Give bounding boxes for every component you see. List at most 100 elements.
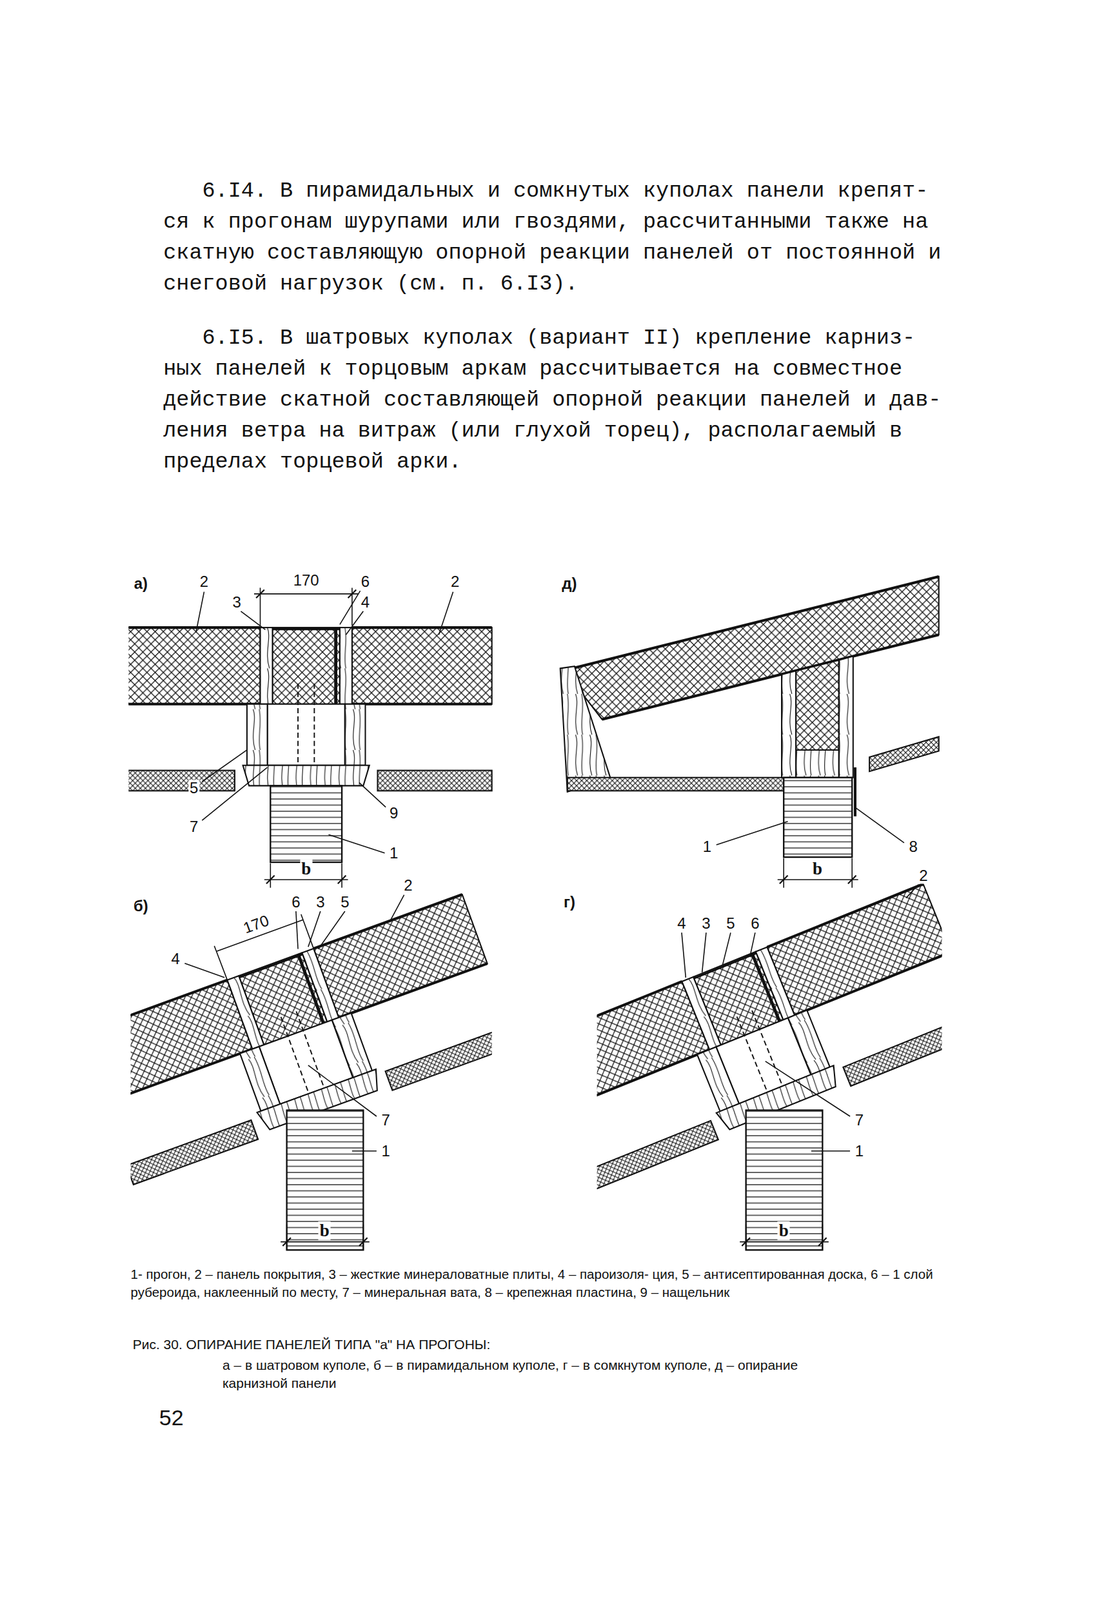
ruberoid-layer	[272, 628, 340, 631]
callout-number: 6	[290, 893, 302, 910]
panel-letter: а)	[132, 575, 149, 592]
board	[339, 627, 353, 705]
leader-line	[702, 932, 707, 973]
dimension-line	[280, 1241, 370, 1243]
leader-line	[856, 808, 905, 843]
leader-line	[328, 834, 386, 853]
extension-line	[270, 863, 272, 889]
dimension-tick	[848, 875, 857, 885]
body-paragraph: 6.I5. В шатровых куполах (вариант II) кр…	[163, 322, 958, 478]
callout-number: 3	[314, 893, 326, 910]
board	[795, 750, 839, 778]
leader-line	[184, 963, 225, 978]
leader-line	[438, 592, 453, 635]
joint	[128, 627, 492, 791]
leader-line	[681, 932, 686, 978]
dimension-tick	[337, 875, 347, 885]
panel-skin	[338, 963, 487, 1018]
callout-number: 5	[724, 915, 736, 932]
roof-panel	[128, 627, 260, 705]
callout-number: 7	[188, 818, 200, 835]
roof-panel	[352, 627, 493, 705]
board	[247, 704, 268, 766]
panel-skin	[128, 626, 260, 629]
callout-number: 4	[359, 593, 371, 611]
drawing	[78, 576, 984, 1250]
leader-line	[296, 911, 298, 950]
callout-number: 5	[188, 779, 200, 796]
ceiling-panel	[869, 736, 939, 772]
roof-panel	[313, 894, 487, 1018]
panel-skin	[794, 951, 942, 1016]
roof-panel	[766, 884, 942, 1016]
dimension: b	[777, 1221, 791, 1240]
extension-line	[782, 858, 785, 889]
callout-number: 9	[388, 805, 400, 822]
panel-letter: д)	[560, 575, 578, 592]
leader-line	[308, 911, 321, 947]
callout-number: 2	[402, 877, 414, 894]
page-number: 52	[159, 1405, 184, 1431]
callout-number: 8	[907, 839, 919, 856]
dimension-tick	[282, 1237, 291, 1246]
board	[781, 670, 796, 778]
dimension: b	[299, 859, 313, 878]
leader-line	[359, 782, 386, 808]
panel-skin	[128, 702, 260, 706]
board	[260, 627, 273, 705]
dimension-tick	[348, 590, 357, 599]
panel-skin	[602, 634, 939, 720]
detail-a-lines	[196, 587, 454, 888]
ceiling-panel	[842, 1013, 942, 1087]
dimension: b	[318, 1221, 331, 1240]
callout-number: 7	[853, 1112, 865, 1129]
extension-line	[851, 858, 853, 889]
vapour-barrier	[751, 953, 780, 1022]
extension-line	[363, 1224, 365, 1251]
leader-line	[201, 750, 248, 782]
panel-skin	[313, 894, 462, 949]
ceiling-panel	[385, 1026, 493, 1091]
dimension-tick	[359, 1237, 368, 1246]
extension-line	[822, 1224, 824, 1251]
panel-skin	[766, 884, 923, 948]
dimension-line	[777, 879, 859, 881]
leader-line	[765, 1061, 850, 1117]
dimension-tick	[256, 590, 265, 599]
panel-skin	[597, 981, 683, 1045]
figure-title: Рис. 30. ОПИРАНИЕ ПАНЕЛЕЙ ТИПА "а" НА ПР…	[132, 1335, 491, 1354]
detail-g-lines	[681, 884, 919, 1250]
callout-number: 3	[230, 593, 242, 611]
callout-number: 4	[169, 951, 181, 968]
leader-line	[906, 884, 919, 899]
extension-line	[341, 863, 343, 889]
dimension-tick	[266, 875, 275, 885]
leader-line	[308, 1065, 377, 1117]
purlin	[783, 777, 852, 858]
callout-number: 4	[675, 915, 687, 932]
panel-skin	[130, 1049, 253, 1104]
board	[839, 655, 854, 778]
ceiling-panel	[377, 770, 492, 792]
board	[681, 977, 721, 1050]
callout-number: 1	[379, 1142, 391, 1159]
callout-number: 7	[379, 1112, 391, 1129]
dimension-line	[254, 593, 358, 595]
fixing-plate	[853, 767, 857, 817]
extension-line	[286, 1224, 288, 1251]
dimension-line	[264, 879, 349, 881]
vapour-barrier	[334, 627, 338, 705]
eave-panel	[564, 576, 939, 720]
detail-a	[128, 627, 492, 791]
board	[345, 704, 366, 766]
callout-number: 5	[339, 893, 351, 910]
leader-line	[811, 1150, 850, 1152]
dimension: 170	[292, 572, 321, 589]
callout-number: 6	[749, 915, 761, 932]
vapour-barrier	[297, 954, 324, 1024]
mineral-wool	[267, 704, 346, 766]
callout-number: 1	[388, 844, 400, 861]
cover-strip	[243, 765, 370, 787]
mineral-plate	[795, 660, 839, 751]
extension-line	[745, 1224, 747, 1251]
